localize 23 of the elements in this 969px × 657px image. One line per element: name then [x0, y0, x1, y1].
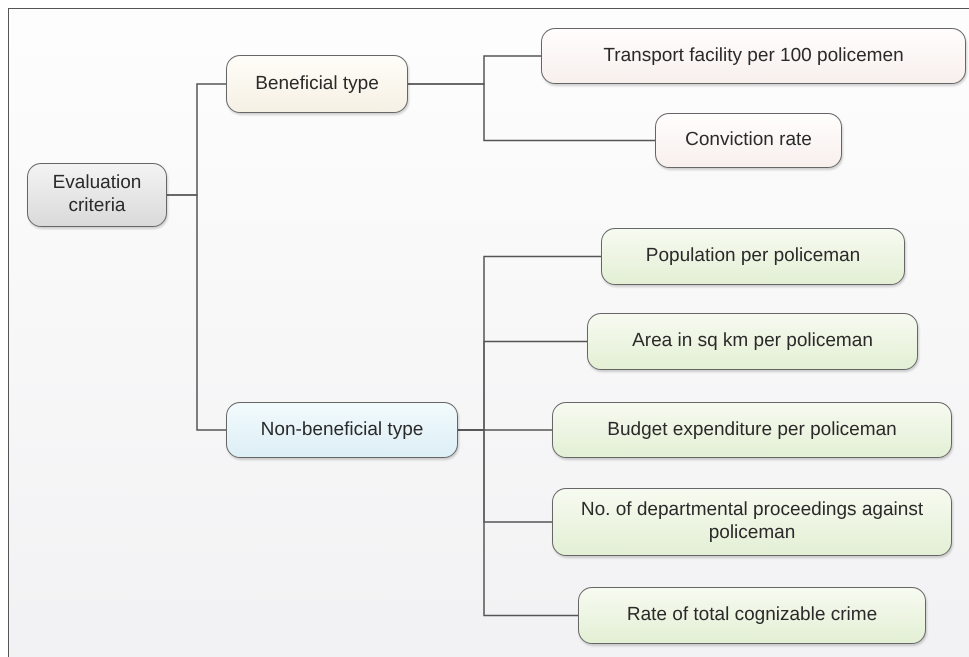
connector-line: [408, 83, 655, 142]
topic-label: Conviction rate: [685, 129, 812, 152]
topic-label: No. of departmental proceedings against policeman: [580, 499, 924, 545]
connector-line: [458, 429, 578, 616]
topic-label: Area in sq km per policeman: [632, 330, 873, 353]
topic-label: Evaluation criteria: [52, 172, 142, 218]
topic-label: Rate of total cognizable crime: [626, 604, 878, 627]
topic-box: [226, 55, 408, 113]
topic-box: [552, 402, 952, 458]
topic-label: Population per policeman: [646, 245, 860, 268]
topic-box: [226, 402, 458, 458]
topic-label: Budget expenditure per policeman: [607, 418, 897, 442]
topic-box: [552, 488, 952, 556]
topic-label: Non-beneficial type: [260, 418, 424, 442]
topic-box: [601, 228, 905, 285]
topic-label: Beneficial type: [255, 72, 379, 96]
topic-box: [578, 587, 926, 644]
connector-line: [167, 194, 226, 431]
topic-label: Transport facility per 100 policemen: [603, 44, 904, 68]
topic-box: [541, 28, 966, 84]
topic-box: [27, 163, 167, 227]
topic-box: [587, 313, 918, 370]
topic-box: [655, 113, 842, 168]
